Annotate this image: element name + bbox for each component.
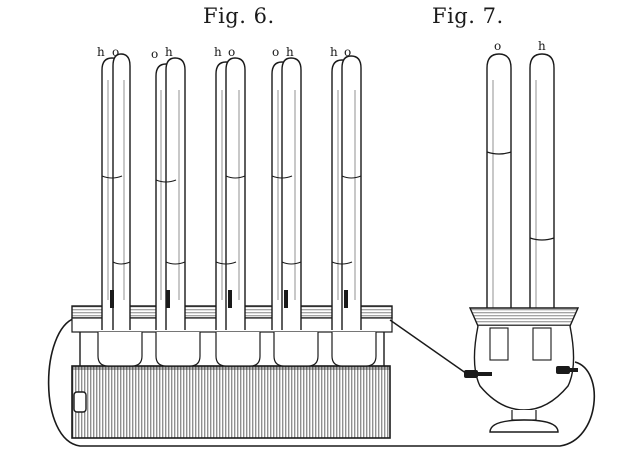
fig-7-caption: Fig. 7. [432, 4, 504, 28]
marker-2b: h [165, 45, 173, 59]
basin-rim [468, 307, 580, 327]
fig-6-caption: Fig. 6. [203, 4, 275, 28]
marker-3a: h [214, 45, 222, 59]
fig7-markers: o h [494, 39, 546, 53]
marker-2a: o [151, 47, 158, 61]
trough-opening [73, 391, 87, 413]
glass-cups [97, 332, 377, 367]
fig7-tube-hydrogen [529, 53, 555, 332]
fig-6-apparatus [47, 53, 596, 447]
marker-5b: o [344, 45, 351, 59]
connecting-wire [389, 319, 471, 377]
marker-1a: h [97, 45, 105, 59]
marker-1b: o [112, 45, 119, 59]
marker-3b: o [228, 45, 235, 59]
fig-7-apparatus [464, 53, 580, 433]
marker-4b: h [286, 45, 294, 59]
fig6-markers: h o o h h o o h h o [97, 45, 351, 61]
fig6-tubes [101, 53, 362, 330]
terminal-clips [464, 366, 578, 378]
fig7-marker-left: o [494, 39, 501, 53]
fig7-tube-oxygen [486, 53, 512, 332]
marker-4a: o [272, 45, 279, 59]
fig7-marker-right: h [538, 39, 546, 53]
wire-loop [47, 317, 596, 447]
marker-5a: h [330, 45, 338, 59]
basin-foot [489, 419, 559, 433]
trough-body [71, 365, 391, 439]
